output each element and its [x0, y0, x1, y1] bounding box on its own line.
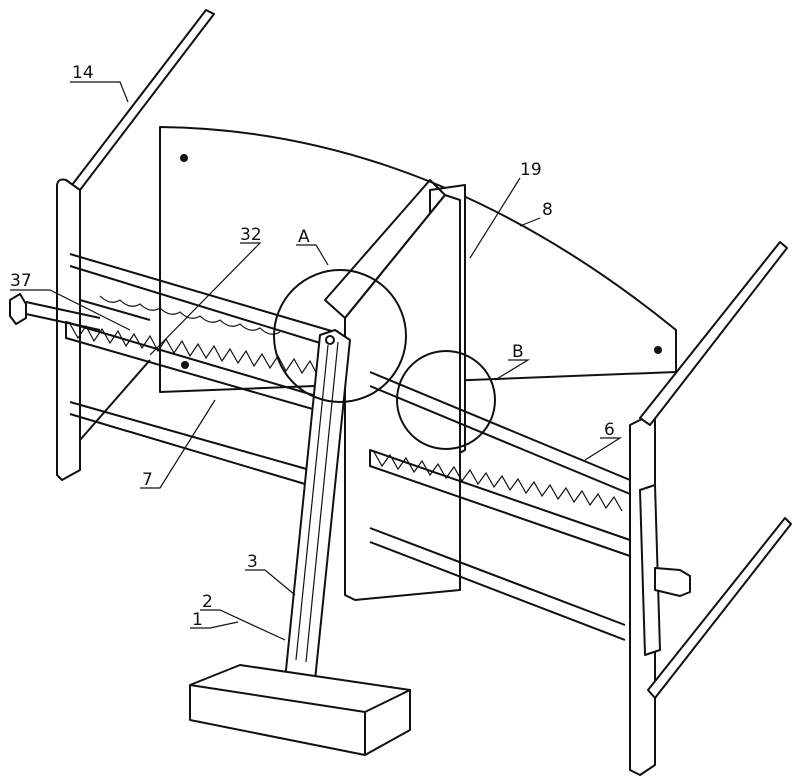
right-bolt [654, 567, 691, 597]
base-top-edge [189, 684, 411, 755]
bolt-hole [654, 346, 662, 354]
base-1 [189, 664, 411, 756]
rod [369, 527, 626, 641]
right-clamp [639, 484, 661, 656]
rack-teeth [69, 323, 327, 378]
rod [79, 299, 151, 441]
detail-circle-B [396, 350, 496, 450]
bolt-hole [180, 154, 188, 162]
detail-circle-A [273, 269, 407, 403]
rod-6 [369, 371, 631, 495]
label-1: 1 [192, 610, 203, 630]
bolt-37 [9, 293, 27, 325]
bottom-right-bar [647, 517, 792, 699]
label-37: 37 [10, 271, 32, 291]
pivot [325, 335, 335, 345]
bolt-hole [181, 361, 189, 369]
label-3: 3 [247, 552, 258, 572]
label-19: 19 [520, 160, 542, 180]
gear-row-32 [99, 295, 281, 335]
label-32: 32 [240, 225, 262, 245]
rod [69, 253, 336, 347]
left-side-plate [56, 178, 81, 481]
label-7: 7 [142, 470, 153, 490]
label-6: 6 [604, 420, 615, 440]
plate-edge [324, 179, 446, 319]
label-A: A [298, 227, 310, 247]
rack-teeth [373, 451, 623, 512]
label-B: B [512, 342, 524, 362]
bolt-shaft [25, 301, 101, 331]
label-2: 2 [202, 592, 213, 612]
rod [69, 401, 311, 485]
arm-inner [295, 341, 339, 663]
label-8: 8 [542, 200, 553, 220]
top-right-bar [639, 241, 788, 426]
label-14: 14 [72, 63, 94, 83]
leader-lines [10, 81, 623, 641]
